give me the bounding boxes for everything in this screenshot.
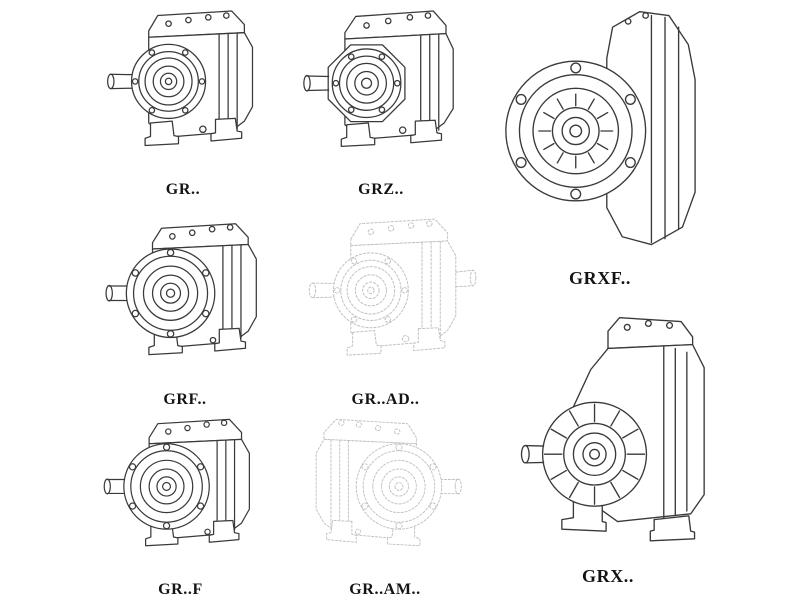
figure-gr-ad: GR..AD..: [288, 210, 483, 409]
figure-gr-am-label: GR..AM..: [349, 581, 421, 598]
figure-grx-label: GRX..: [582, 566, 634, 586]
figure-gr-ad-label: GR..AD..: [351, 391, 420, 408]
gr-ad-gearbox-drawing: [308, 218, 477, 356]
grx-gearbox-drawing: [520, 317, 705, 542]
grz-gearbox-drawing: [303, 10, 454, 148]
figure-grxf-label: GRXF..: [569, 268, 631, 288]
figure-gr: GR..: [88, 2, 278, 199]
figure-grz-label: GRZ..: [358, 181, 404, 198]
figure-grz: GRZ..: [286, 2, 476, 199]
figure-gr-f: GR..F: [88, 408, 273, 599]
gr-f-gearbox-drawing: [103, 418, 250, 547]
figure-grxf: GRXF..: [498, 0, 702, 289]
figure-gr-f-label: GR..F: [158, 581, 203, 598]
figure-grf: GRF..: [90, 212, 280, 409]
figure-gr-label: GR..: [165, 181, 201, 198]
gr-gearbox-drawing: [107, 10, 254, 147]
grf-gearbox-drawing: [105, 223, 257, 356]
gr-am-gearbox-drawing: [315, 418, 462, 547]
figure-gr-am: GR..AM..: [290, 408, 480, 599]
grxf-gearbox-drawing: [505, 10, 696, 246]
figure-grx: GRX..: [502, 310, 714, 587]
figure-grf-label: GRF..: [163, 391, 207, 408]
